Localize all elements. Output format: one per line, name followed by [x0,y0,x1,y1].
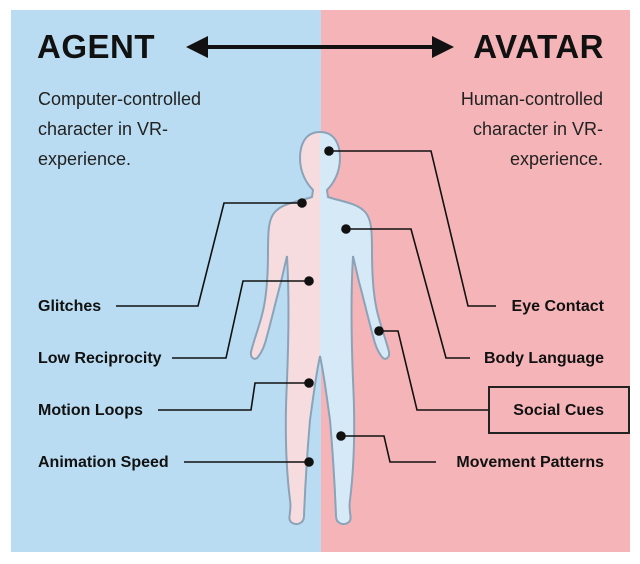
avatar-connector-body-language [341,224,470,359]
double-headed-arrow-icon [186,36,454,58]
label-eye-contact: Eye Contact [511,298,604,315]
avatar-connector-social-cues [374,326,488,411]
agent-description: Computer-controlled character in VR-expe… [38,89,202,169]
label-social-cues: Social Cues [513,402,604,419]
avatar-connector-eye-contact [324,146,496,307]
label-body-language: Body Language [483,350,604,367]
human-body-icon [249,131,391,525]
agent-title: AGENT [37,28,155,65]
label-glitches: Glitches [38,298,102,315]
label-animation-speed: Animation Speed [38,454,169,471]
avatar-connector-movement-patterns [336,431,436,463]
agent-connector-low-reciprocity [172,276,314,359]
agent-connector-animation-speed [184,457,314,467]
avatar-title: AVATAR [473,28,604,65]
avatar-description: Human-controlled character in VR-experie… [460,89,603,169]
agent-connector-glitches [116,198,307,307]
social-cues-highlight-box [488,386,630,434]
label-motion-loops: Motion Loops [38,402,143,419]
label-movement-patterns: Movement Patterns [456,454,604,471]
agent-connector-motion-loops [158,378,314,411]
label-low-reciprocity: Low Reciprocity [38,350,162,367]
